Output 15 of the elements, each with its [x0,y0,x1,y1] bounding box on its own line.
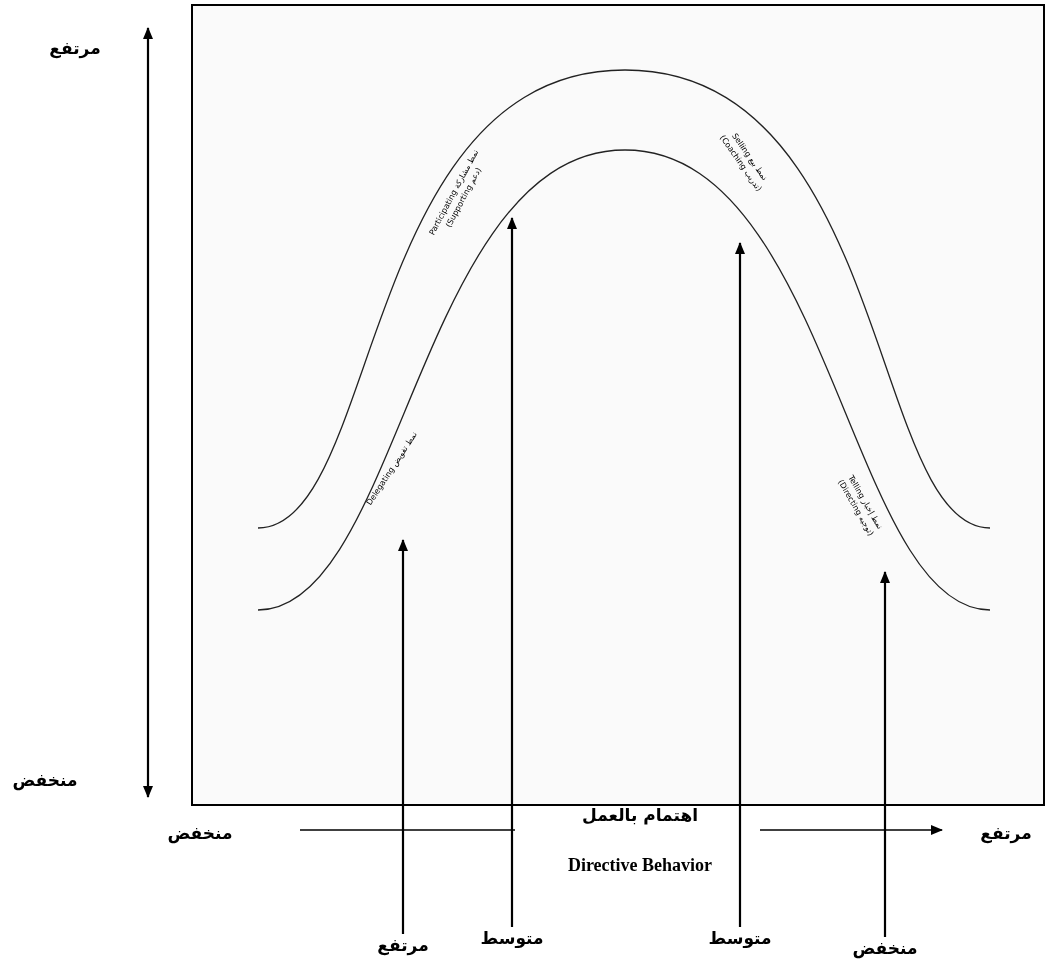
axis-label: منخفض [12,770,78,790]
level-label: متوسط [479,927,545,949]
axis-label: مرتفع [49,38,101,58]
band-label: نمط تفويض Delegating [363,429,420,507]
level-label: مرتفع [376,934,430,956]
axis-title: اهتمام بالعمل [582,805,698,825]
arrow [398,539,408,934]
axis-label: مرتفع [980,823,1032,843]
axis-label: منخفض [167,823,233,843]
level-label: منخفض [851,937,919,959]
level-label: متوسط [707,927,773,949]
arrow [735,242,745,927]
arrow [880,571,890,937]
arrow [507,217,517,927]
axis-title: Directive Behavior [567,854,713,876]
